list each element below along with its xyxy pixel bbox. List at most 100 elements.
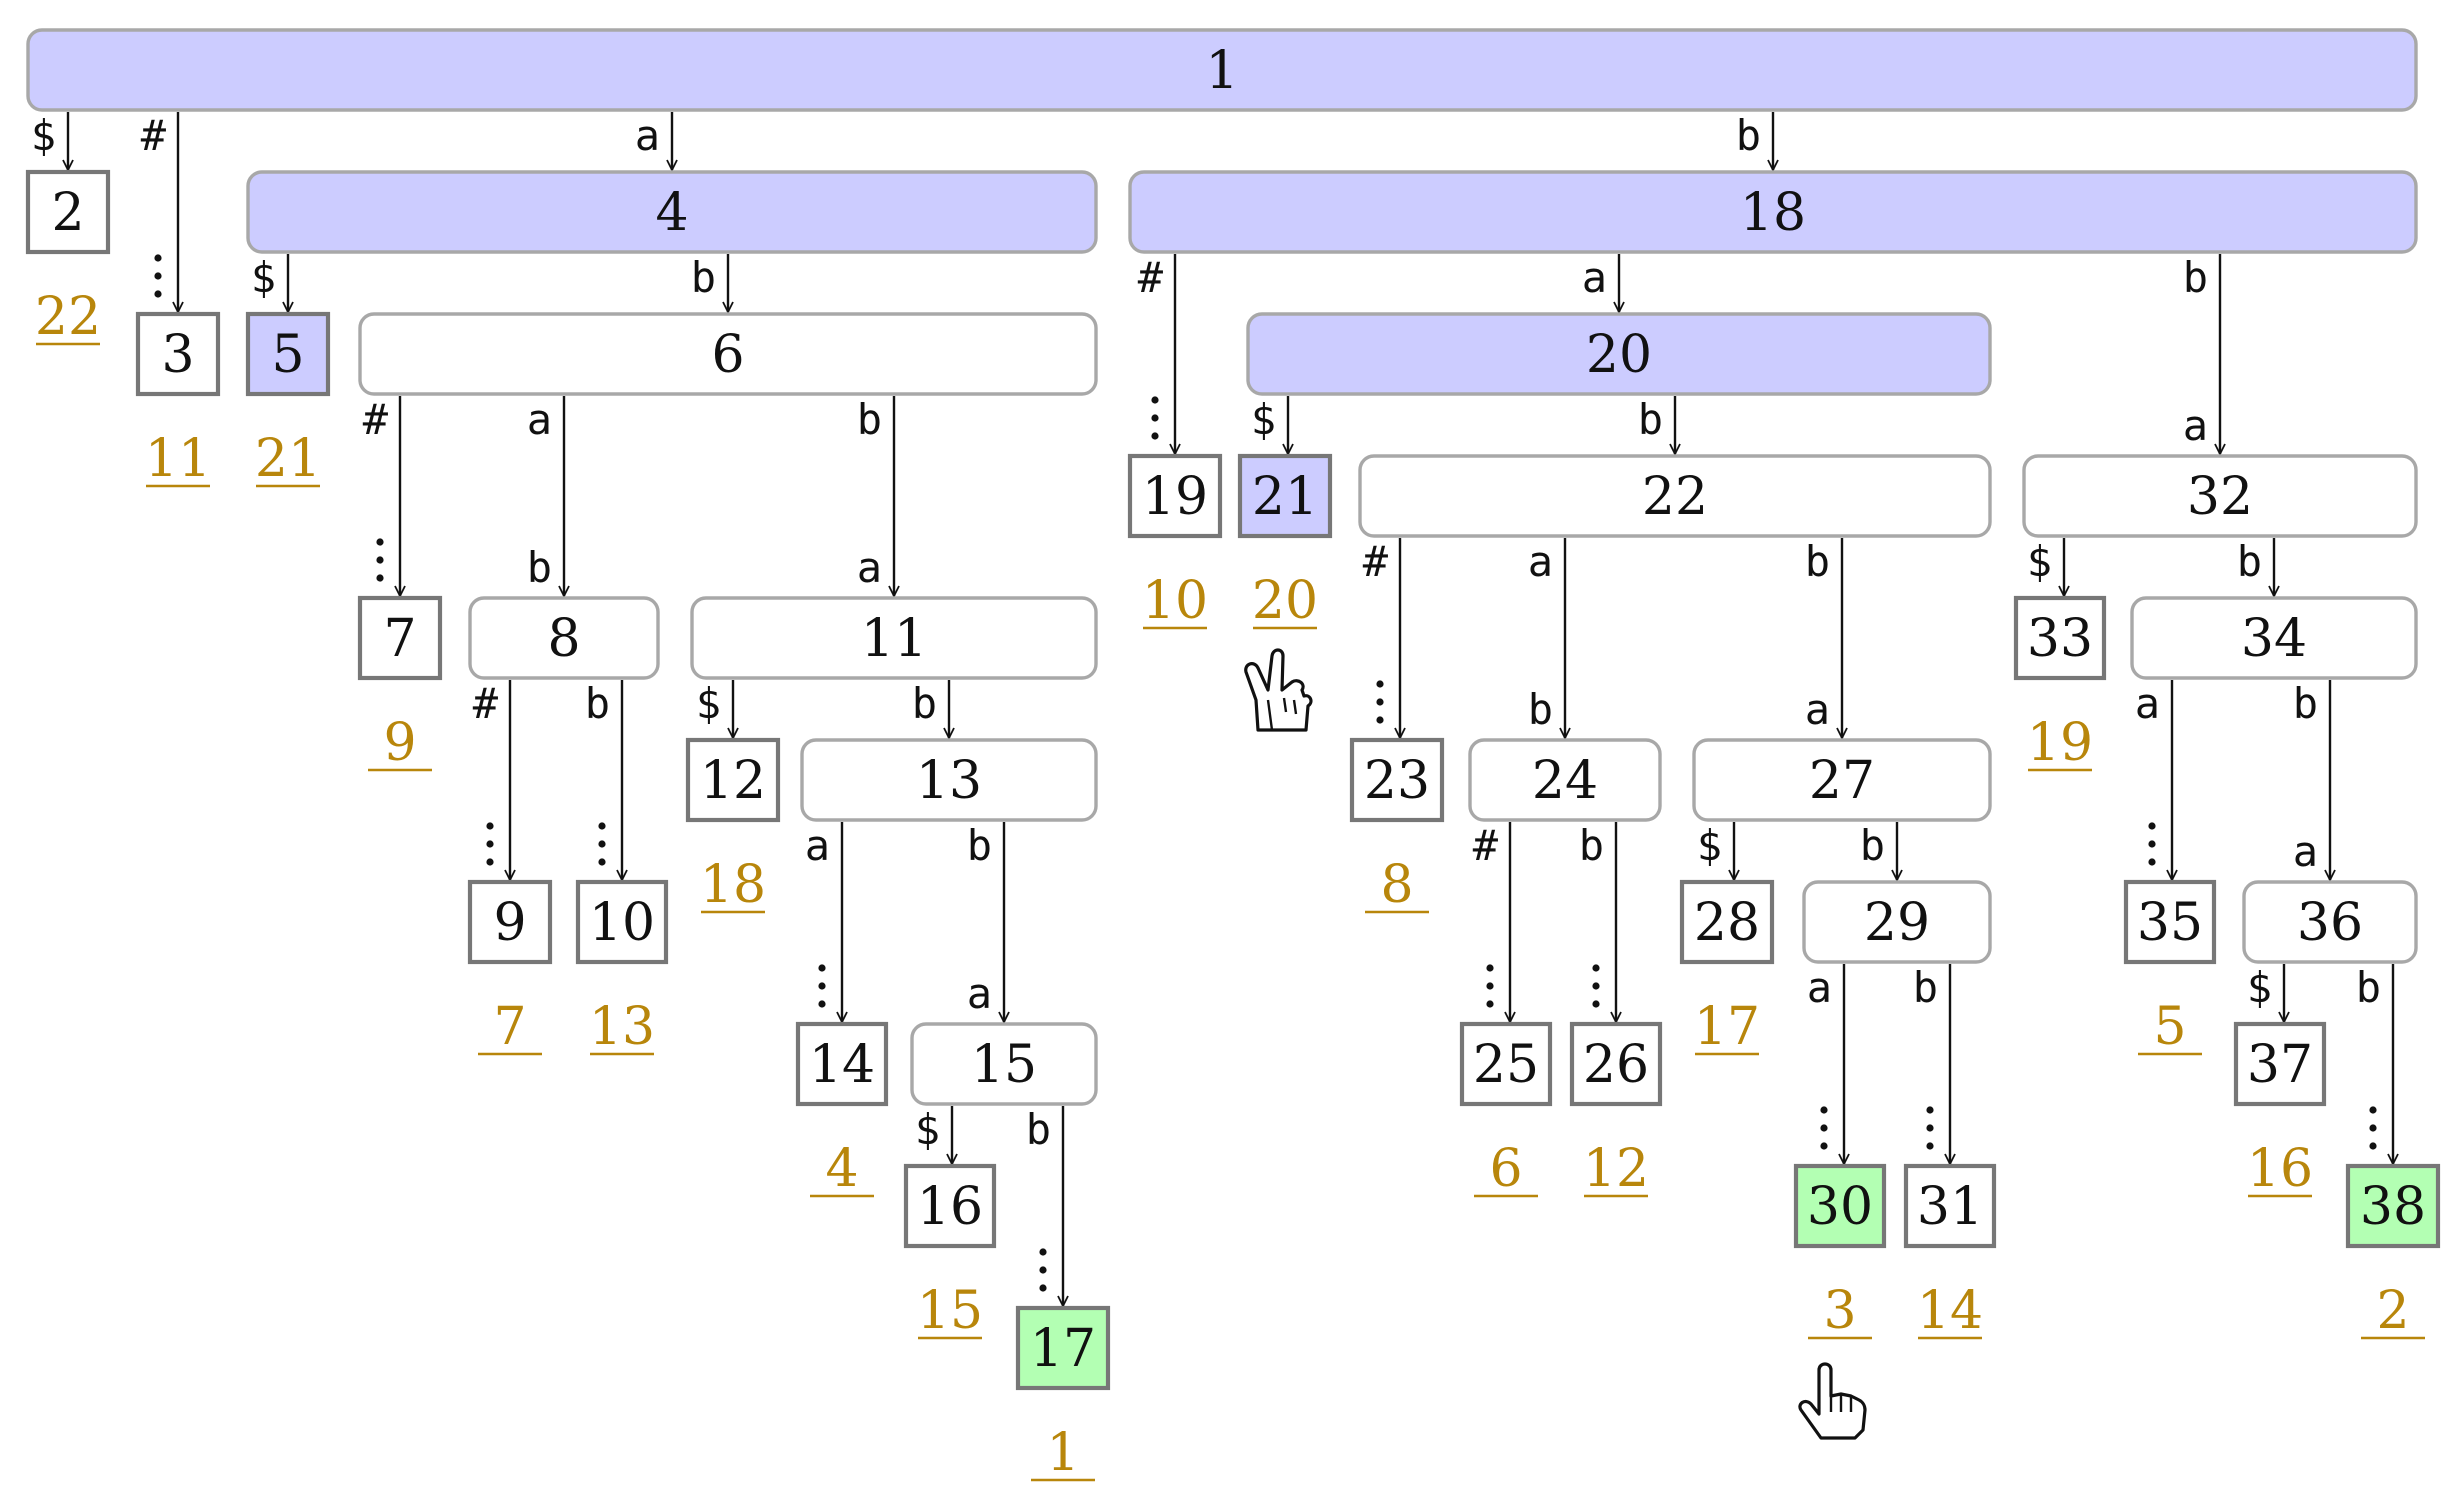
tree-node-14: 14 — [795, 1021, 889, 1107]
suffix-index-label: 7 — [478, 997, 542, 1057]
edge-first-char: b — [1913, 963, 1938, 1012]
suffix-index-label: 10 — [1142, 571, 1208, 631]
suffix-index: 6 — [1489, 1139, 1522, 1199]
edge-ellipsis — [2148, 822, 2156, 866]
suffix-index-label: 5 — [2138, 997, 2202, 1057]
edge-last-char: b — [1528, 685, 1553, 734]
node-box — [795, 1021, 889, 1107]
node-box — [25, 169, 111, 255]
tree-node-29: 29 — [1802, 880, 1992, 964]
tree-node-32: 32 — [2022, 454, 2418, 538]
node-id-label: 23 — [1364, 751, 1430, 811]
node-id-label: 8 — [547, 609, 580, 669]
tree-node-1: 1 — [26, 28, 2418, 112]
tree-edge-22-27: ba — [1805, 537, 1842, 738]
node-box — [1459, 1021, 1553, 1107]
node-id-label: 5 — [271, 325, 304, 385]
tree-edge-29-30: a — [1807, 963, 1844, 1164]
tree-edge-1-3: # — [141, 111, 178, 312]
node-id-label: 27 — [1809, 751, 1875, 811]
node-box — [685, 737, 781, 823]
edge-ellipsis — [2369, 1106, 2377, 1150]
tree-edge-11-12: $ — [696, 679, 733, 738]
node-id-label: 26 — [1583, 1035, 1649, 1095]
tree-edge-36-38: b — [2356, 963, 2393, 1164]
suffix-index: 18 — [700, 855, 766, 915]
suffix-index: 19 — [2027, 713, 2093, 773]
tree-edge-18-20: a — [1582, 253, 1619, 312]
tree-edge-1-4: a — [635, 111, 672, 170]
edge-first-char: b — [1026, 1105, 1051, 1154]
tree-node-11: 11 — [690, 596, 1098, 680]
tree-edge-13-14: a — [805, 821, 842, 1022]
suffix-index: 5 — [2153, 997, 2186, 1057]
suffix-index-label: 22 — [35, 287, 101, 347]
node-id-label: 13 — [916, 751, 982, 811]
tree-node-8: 8 — [468, 596, 660, 680]
node-box — [2022, 454, 2418, 538]
suffix-index-label: 2 — [2361, 1281, 2425, 1341]
tree-node-28: 28 — [1679, 879, 1775, 965]
tree-node-18: 18 — [1128, 170, 2418, 254]
suffix-index: 14 — [1917, 1281, 1983, 1341]
suffix-index-label: 21 — [255, 429, 321, 489]
suffix-index: 10 — [1142, 571, 1208, 631]
edge-ellipsis — [1376, 680, 1384, 724]
suffix-index: 7 — [493, 997, 526, 1057]
edge-first-char: a — [1582, 253, 1607, 302]
tree-edge-29-31: b — [1913, 963, 1950, 1164]
node-box — [1127, 453, 1223, 539]
edge-last-char: b — [527, 543, 552, 592]
edge-first-char: b — [912, 679, 937, 728]
edge-ellipsis — [1151, 396, 1159, 440]
edge-ellipsis — [818, 964, 826, 1008]
node-box — [1358, 454, 1992, 538]
tree-edge-27-28: $ — [1697, 821, 1734, 880]
node-box — [1237, 453, 1333, 539]
tree-edge-1-18: b — [1736, 111, 1773, 170]
tree-node-16: 16 — [903, 1163, 997, 1249]
edge-ellipsis — [1486, 964, 1494, 1008]
edge-ellipsis — [154, 254, 162, 298]
tree-edge-34-35: a — [2135, 679, 2172, 880]
edge-first-char: a — [527, 395, 552, 444]
edge-last-char: a — [2293, 827, 2318, 876]
tree-edge-22-24: ab — [1528, 537, 1565, 738]
node-box — [903, 1163, 997, 1249]
node-box — [690, 596, 1098, 680]
edge-first-char: $ — [31, 111, 56, 160]
suffix-index: 16 — [2247, 1139, 2313, 1199]
node-box — [2130, 596, 2418, 680]
suffix-index-label: 1 — [1031, 1423, 1095, 1483]
tree-node-12: 12 — [685, 737, 781, 823]
edge-ellipsis — [1820, 1106, 1828, 1150]
edge-first-char: # — [1138, 253, 1164, 302]
node-box — [575, 879, 669, 965]
node-box — [246, 170, 1098, 254]
tree-edge-13-15: ba — [967, 821, 1004, 1022]
node-id-label: 18 — [1740, 183, 1806, 243]
suffix-index: 17 — [1694, 997, 1760, 1057]
edge-first-char: b — [967, 821, 992, 870]
edge-first-char: $ — [915, 1105, 940, 1154]
tree-node-30: 30 — [1793, 1163, 1887, 1249]
node-id-label: 16 — [917, 1177, 983, 1237]
node-id-label: 15 — [971, 1035, 1037, 1095]
edge-first-char: b — [2293, 679, 2318, 728]
node-box — [1128, 170, 2418, 254]
victory-hand-icon — [1244, 648, 1313, 732]
node-id-label: 31 — [1917, 1177, 1983, 1237]
suffix-index: 21 — [255, 429, 321, 489]
edge-first-char: # — [141, 111, 167, 160]
tree-edge-32-34: b — [2237, 537, 2274, 596]
tree-node-10: 10 — [575, 879, 669, 965]
tree-node-26: 26 — [1569, 1021, 1663, 1107]
node-id-label: 3 — [161, 325, 194, 385]
suffix-index: 12 — [1583, 1139, 1649, 1199]
edge-first-char: b — [585, 679, 610, 728]
edge-first-char: # — [1473, 821, 1499, 870]
node-box — [357, 595, 443, 681]
tree-node-4: 4 — [246, 170, 1098, 254]
tree-edge-18-32: ba — [2183, 253, 2220, 454]
